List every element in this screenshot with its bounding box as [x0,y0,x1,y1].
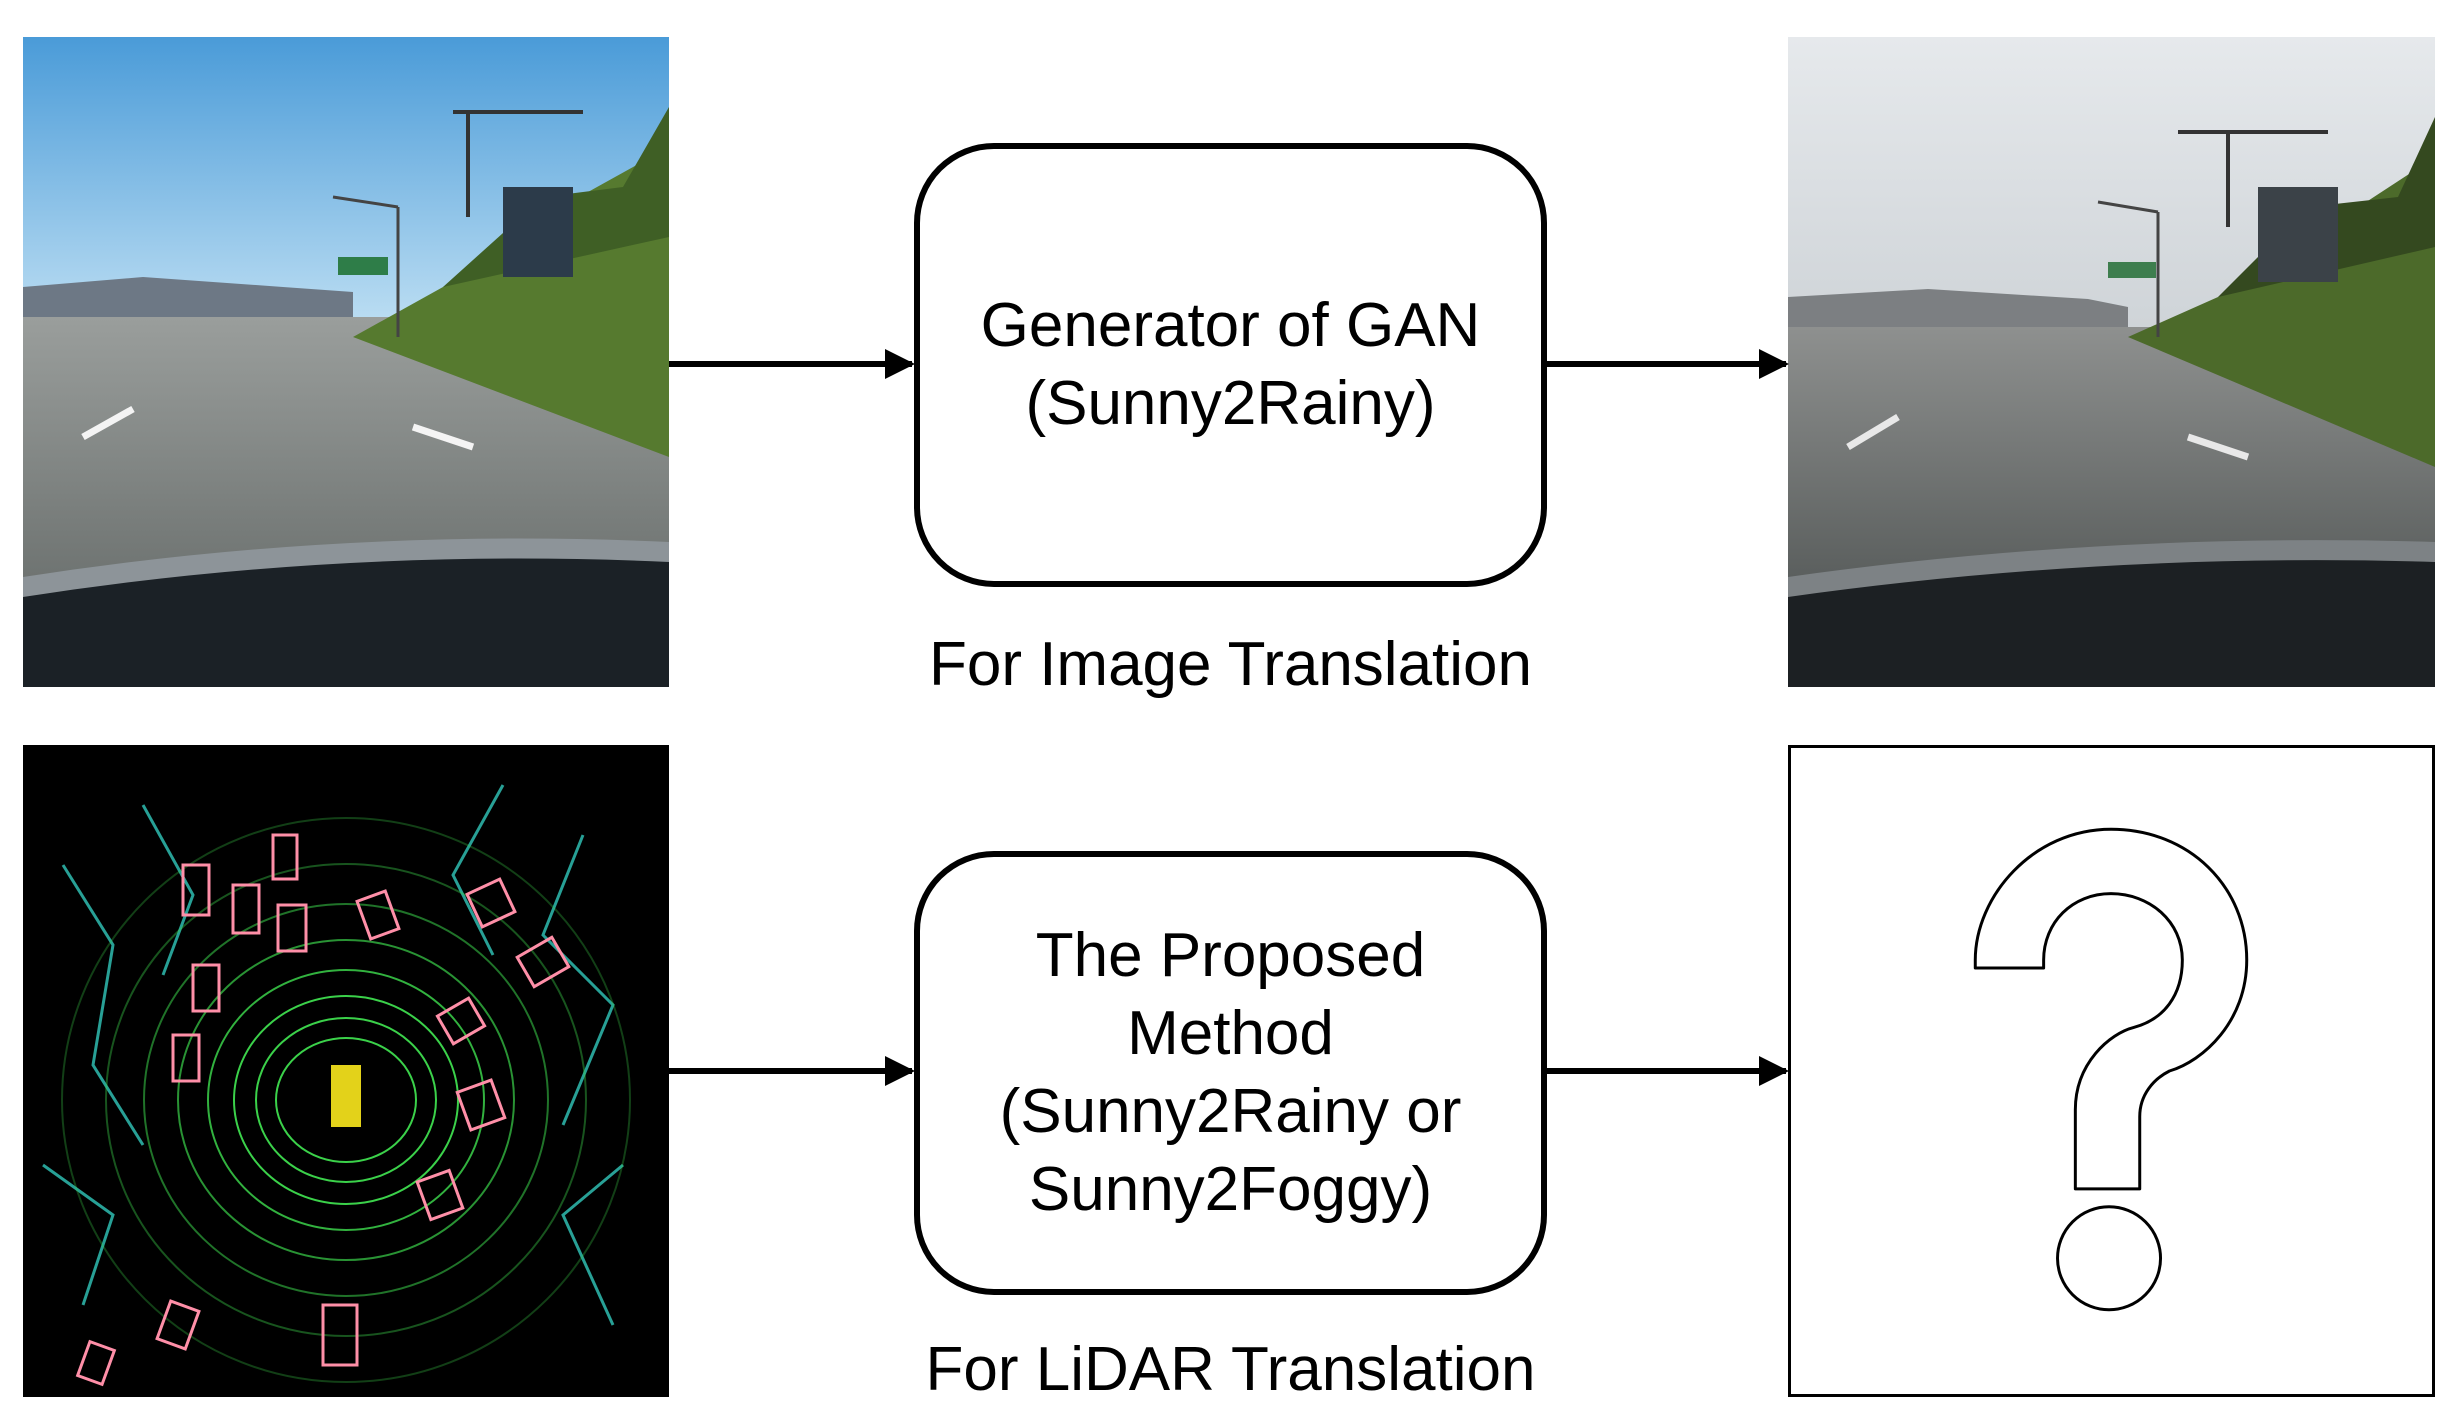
question-mark-icon [1973,827,2249,1312]
proposed-method-label-line2: Method [1127,999,1334,1068]
proposed-method-label-line3: (Sunny2Rainy or [999,1077,1462,1146]
unknown-output-panel [1788,745,2435,1397]
image-translation-caption: For Image Translation [928,630,1533,699]
gan-generator-box: Generator of GAN (Sunny2Rainy) [914,143,1547,587]
lidar-translation-caption: For LiDAR Translation [925,1335,1536,1404]
proposed-method-label-line4: Sunny2Foggy) [1028,1155,1433,1224]
sunny-road-image [23,37,669,687]
gan-generator-label-line2: (Sunny2Rainy) [1025,369,1436,438]
rainy-road-image [1788,37,2435,687]
gan-generator-label-line1: Generator of GAN [980,291,1481,360]
lidar-point-cloud-image [23,745,669,1397]
proposed-method-box: The Proposed Method (Sunny2Rainy or Sunn… [914,851,1547,1295]
proposed-method-label-line1: The Proposed [1035,921,1426,990]
